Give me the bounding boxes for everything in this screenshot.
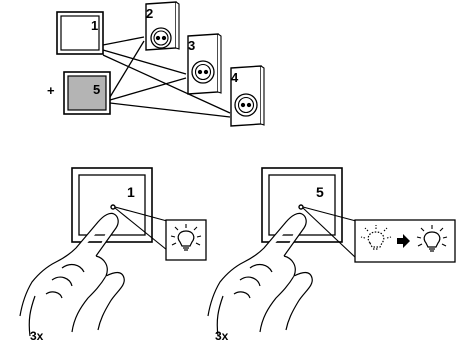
switch-5: 5 (63, 71, 111, 115)
step-1-switch-label: 1 (127, 184, 135, 200)
socket-3-label: 3 (188, 38, 195, 53)
switch-5-label: 5 (93, 82, 100, 97)
step-2-press-count: 3x (215, 329, 229, 343)
dim-bulb-icon (360, 225, 392, 250)
arrow-right-icon (397, 234, 410, 248)
connection-lines (102, 36, 231, 118)
pressing-hand-icon (207, 212, 313, 337)
socket-3: 3 (187, 33, 222, 95)
step-2: 5 (207, 167, 456, 343)
socket-2: 2 (145, 1, 180, 51)
lit-bulb-icon (170, 224, 202, 251)
lit-bulb-icon (416, 225, 448, 252)
switch-1: 1 (56, 11, 104, 55)
switch-1-label: 1 (91, 18, 98, 33)
step-1: 1 3x (19, 167, 207, 343)
plus-sign: + (47, 83, 55, 98)
socket-2-label: 2 (146, 6, 153, 21)
led-dot (298, 204, 304, 210)
socket-4: 4 (230, 65, 265, 127)
led-dot (110, 204, 116, 210)
pressing-hand-icon (19, 212, 125, 337)
step-1-press-count: 3x (30, 329, 44, 343)
socket-4-label: 4 (231, 70, 239, 85)
pairing-section: 1 + 5 2 3 (47, 1, 265, 127)
step-2-switch-label: 5 (316, 184, 324, 200)
